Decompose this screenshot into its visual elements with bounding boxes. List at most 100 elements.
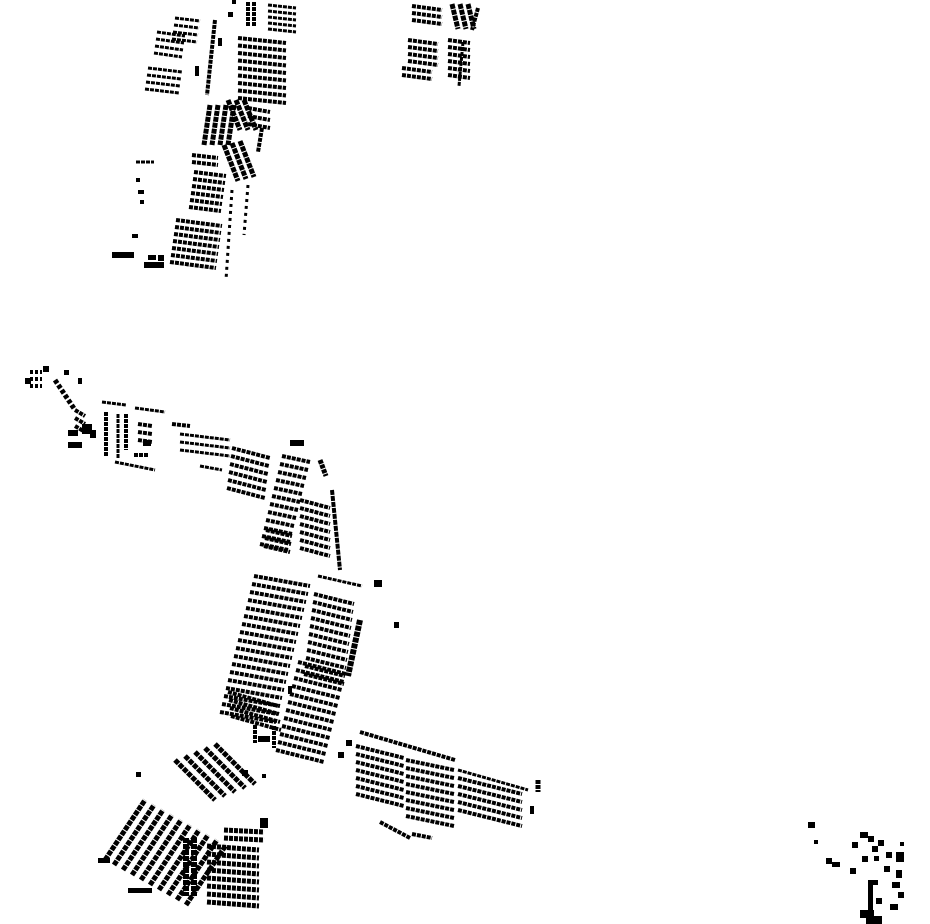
building-row bbox=[313, 592, 355, 606]
building-row bbox=[192, 177, 226, 185]
building-row bbox=[295, 668, 345, 684]
building-row bbox=[206, 843, 260, 853]
building bbox=[900, 842, 904, 846]
building-row bbox=[52, 378, 78, 412]
building-row bbox=[269, 502, 299, 512]
building-row bbox=[265, 528, 293, 538]
building bbox=[260, 818, 268, 828]
building-row bbox=[307, 640, 349, 654]
building-row bbox=[264, 536, 292, 546]
building-row bbox=[237, 36, 287, 45]
building bbox=[868, 880, 873, 914]
building-row bbox=[227, 678, 285, 692]
building bbox=[290, 440, 304, 446]
building-row bbox=[173, 232, 221, 242]
building-row bbox=[299, 498, 331, 510]
building-row bbox=[457, 3, 469, 30]
building-row bbox=[172, 30, 199, 37]
building-row bbox=[223, 827, 265, 835]
building bbox=[346, 740, 352, 746]
building-row bbox=[189, 198, 223, 206]
building-row bbox=[355, 776, 405, 792]
building-row bbox=[299, 530, 331, 542]
building-row bbox=[310, 616, 352, 630]
building-row bbox=[457, 41, 465, 87]
building-row bbox=[267, 21, 297, 28]
building-row bbox=[267, 15, 297, 22]
building bbox=[866, 916, 882, 924]
building-row bbox=[199, 464, 223, 472]
building-row bbox=[457, 800, 523, 820]
building bbox=[258, 736, 270, 742]
building-row bbox=[153, 51, 183, 59]
building-row bbox=[299, 514, 331, 526]
building-row bbox=[174, 225, 222, 235]
building bbox=[195, 66, 199, 76]
building-row bbox=[407, 59, 439, 67]
building bbox=[876, 898, 882, 904]
building bbox=[868, 836, 874, 842]
building-row bbox=[405, 766, 455, 780]
building-row bbox=[405, 814, 455, 828]
building-row bbox=[154, 44, 184, 52]
building-row bbox=[235, 646, 293, 660]
building-row bbox=[174, 16, 201, 23]
building-row bbox=[73, 424, 87, 434]
building bbox=[112, 252, 134, 258]
building bbox=[43, 366, 49, 372]
building bbox=[25, 378, 31, 384]
building-row bbox=[405, 798, 455, 812]
building-row bbox=[231, 662, 289, 676]
building-row bbox=[279, 462, 309, 472]
building-row bbox=[312, 600, 354, 614]
building-row bbox=[285, 708, 335, 724]
building-row bbox=[411, 832, 433, 840]
building bbox=[90, 430, 96, 438]
building-row bbox=[355, 760, 405, 776]
building-row bbox=[237, 638, 295, 652]
building-row bbox=[230, 454, 270, 468]
building bbox=[374, 580, 382, 587]
building-row bbox=[190, 191, 224, 199]
building-row bbox=[239, 630, 297, 644]
building-row bbox=[156, 30, 186, 38]
building-row bbox=[213, 742, 257, 786]
building-row bbox=[223, 835, 265, 843]
building-row bbox=[263, 544, 291, 554]
building-row bbox=[137, 422, 153, 428]
building-row bbox=[237, 43, 287, 53]
building-row bbox=[405, 782, 455, 796]
building bbox=[78, 378, 82, 384]
building-row bbox=[173, 758, 217, 802]
building-row bbox=[401, 66, 433, 74]
building bbox=[158, 255, 164, 261]
building-row bbox=[144, 87, 180, 95]
building-row bbox=[169, 260, 217, 270]
building-row bbox=[145, 80, 181, 88]
building-row bbox=[209, 104, 221, 146]
building-row bbox=[401, 73, 433, 81]
building bbox=[288, 686, 292, 694]
building-row bbox=[405, 774, 455, 788]
building-row bbox=[407, 38, 439, 46]
building-row bbox=[237, 51, 287, 60]
building-row bbox=[457, 808, 523, 828]
building-row bbox=[283, 716, 333, 732]
building-row bbox=[405, 806, 455, 820]
building-row bbox=[225, 686, 283, 700]
building-row bbox=[237, 81, 287, 90]
building-row bbox=[228, 470, 268, 484]
building-row bbox=[183, 754, 227, 798]
building-row bbox=[304, 664, 346, 678]
building-row bbox=[221, 144, 241, 182]
building-row bbox=[229, 706, 281, 724]
building bbox=[68, 442, 82, 448]
building-row bbox=[102, 798, 148, 862]
building-row bbox=[457, 784, 523, 804]
building-row bbox=[111, 803, 157, 867]
building-row bbox=[175, 218, 223, 228]
building-row bbox=[206, 891, 260, 901]
building bbox=[132, 234, 138, 238]
building bbox=[148, 255, 156, 260]
